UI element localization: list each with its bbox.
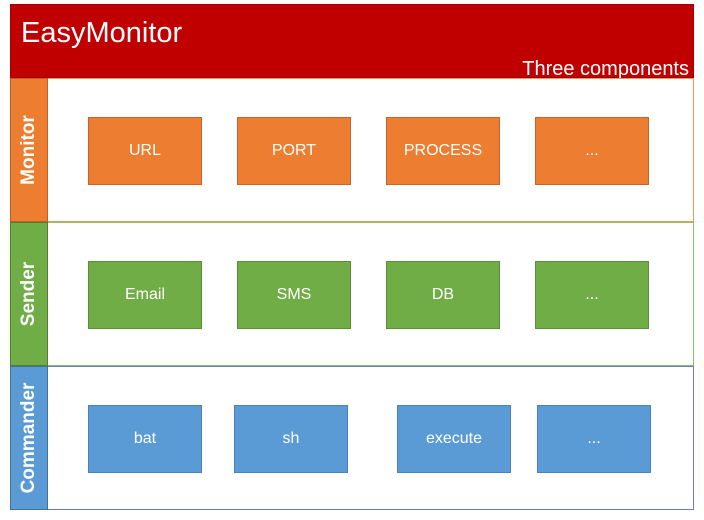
commander-label-text: Commander bbox=[18, 382, 39, 494]
sender-item-more: ... bbox=[535, 261, 649, 329]
monitor-label-text: Monitor bbox=[18, 115, 39, 185]
monitor-item-url: URL bbox=[88, 117, 202, 185]
sender-label-text: Sender bbox=[18, 261, 39, 327]
monitor-item-port: PORT bbox=[237, 117, 351, 185]
sender-row: Sender Email SMS DB ... bbox=[10, 222, 694, 366]
monitor-row-label: Monitor bbox=[10, 78, 48, 222]
sender-item-sms: SMS bbox=[237, 261, 351, 329]
sender-item-db: DB bbox=[386, 261, 500, 329]
commander-item-execute: execute bbox=[397, 405, 511, 473]
monitor-panel: URL PORT PROCESS ... bbox=[48, 78, 694, 222]
monitor-item-process: PROCESS bbox=[386, 117, 500, 185]
monitor-item-more: ... bbox=[535, 117, 649, 185]
commander-row: Commander bat sh execute ... bbox=[10, 366, 694, 510]
sender-row-label: Sender bbox=[10, 222, 48, 366]
commander-panel: bat sh execute ... bbox=[48, 366, 694, 510]
commander-item-bat: bat bbox=[88, 405, 202, 473]
diagram-title: EasyMonitor bbox=[21, 17, 183, 49]
sender-panel: Email SMS DB ... bbox=[48, 222, 694, 366]
sender-item-email: Email bbox=[88, 261, 202, 329]
header-banner: EasyMonitor Three components bbox=[10, 4, 694, 80]
commander-item-more: ... bbox=[537, 405, 651, 473]
monitor-row: Monitor URL PORT PROCESS ... bbox=[10, 78, 694, 222]
commander-item-sh: sh bbox=[234, 405, 348, 473]
diagram-subtitle: Three components bbox=[522, 58, 689, 80]
commander-row-label: Commander bbox=[10, 366, 48, 510]
